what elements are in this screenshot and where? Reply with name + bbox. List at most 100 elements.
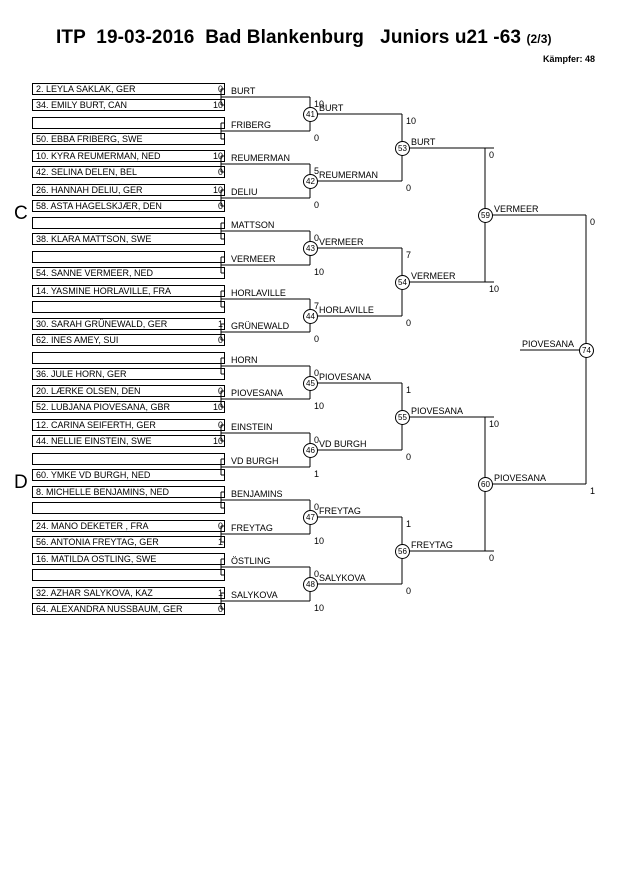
match-number: 54 (395, 275, 410, 290)
player-box (32, 166, 225, 178)
match-score-top: 0 (314, 233, 320, 243)
player-name: 24. MANO DEKETER , FRA (36, 521, 149, 531)
player-box (32, 200, 225, 212)
match-number: 60 (478, 477, 493, 492)
section-label-c: C (14, 203, 28, 224)
match-score-top: 1 (406, 385, 412, 395)
match-score-top: 0 (314, 435, 320, 445)
player-score: 1 (217, 588, 223, 598)
match-number: 56 (395, 544, 410, 559)
player-name: 32. AZHAR SALYKOVA, KAZ (36, 588, 153, 598)
player-box (32, 502, 225, 514)
player-name: 30. SARAH GRÜNEWALD, GER (36, 319, 168, 329)
match-score-top: 10 (406, 116, 417, 126)
match-winner-name: VD BURGH (319, 439, 367, 449)
match-score-top: 0 (314, 368, 320, 378)
player-name: 20. LÆRKE OLSEN, DEN (36, 386, 141, 396)
player-score: 1 (217, 319, 223, 329)
match-number: 45 (303, 376, 318, 391)
player-box (32, 83, 225, 95)
player-box (32, 569, 225, 581)
match-score-bottom: 10 (314, 536, 325, 546)
player-score: 0 (217, 201, 223, 211)
player-box (32, 520, 225, 532)
match-number: 46 (303, 443, 318, 458)
player-score: 10 (213, 100, 224, 110)
player-score: 10 (213, 436, 224, 446)
section-label-d: D (14, 472, 28, 493)
match-winner-name: FREYTAG (319, 506, 361, 516)
match-number: 47 (303, 510, 318, 525)
player-name: 58. ASTA HAGELSKJÆR, DEN (36, 201, 162, 211)
match-score-bottom: 10 (314, 603, 325, 613)
match-winner-name: REUMERMAN (319, 170, 379, 180)
player-score: 10 (213, 185, 224, 195)
player-box (32, 435, 225, 447)
player-score: 0 (217, 420, 223, 430)
player-score: 10 (213, 402, 224, 412)
round1-winner-name: DELIU (231, 187, 258, 197)
round1-winner-name: ÖSTLING (231, 556, 271, 566)
match-score-bottom: 0 (406, 452, 412, 462)
player-box (32, 99, 225, 111)
title-text: ITP 19-03-2016 Bad Blankenburg Juniors u… (56, 27, 522, 48)
player-name: 16. MATILDA OSTLING, SWE (36, 554, 157, 564)
player-box (32, 233, 225, 245)
match-score-top: 0 (590, 217, 596, 227)
player-box (32, 603, 225, 615)
player-box (32, 536, 225, 548)
match-winner-name: VERMEER (494, 204, 539, 214)
round1-winner-name: FRIBERG (231, 120, 272, 130)
match-number: 42 (303, 174, 318, 189)
match-score-bottom: 0 (314, 334, 320, 344)
round1-winner-name: SALYKOVA (231, 590, 278, 600)
round1-winner-name: REUMERMAN (231, 153, 291, 163)
match-score-bottom: 10 (314, 267, 325, 277)
match-number: 43 (303, 241, 318, 256)
round1-winner-name: EINSTEIN (231, 422, 273, 432)
player-name: 60. YMKE VD BURGH, NED (36, 470, 151, 480)
round1-winner-name: GRÜNEWALD (231, 321, 290, 331)
match-number: 59 (478, 208, 493, 223)
player-box (32, 133, 225, 145)
player-score: 0 (217, 335, 223, 345)
player-box (32, 184, 225, 196)
match-score-bottom: 0 (314, 200, 320, 210)
player-box (32, 318, 225, 330)
player-name: 42. SELINA DELEN, BEL (36, 167, 138, 177)
page-title: ITP 19-03-2016 Bad Blankenburg Juniors u… (56, 27, 552, 49)
player-name: 54. SANNE VERMEER, NED (36, 268, 154, 278)
round1-winner-name: VERMEER (231, 254, 276, 264)
match-winner-name: VERMEER (411, 271, 456, 281)
match-score-top: 7 (406, 250, 412, 260)
round1-winner-name: PIOVESANA (231, 388, 284, 398)
player-box (32, 117, 225, 129)
match-winner-name: HORLAVILLE (319, 305, 374, 315)
match-winner-name: BURT (319, 103, 344, 113)
player-name: 38. KLARA MATTSON, SWE (36, 234, 152, 244)
match-number: 44 (303, 309, 318, 324)
match-winner-name: PIOVESANA (494, 473, 547, 483)
match-score-bottom: 1 (314, 469, 320, 479)
player-box (32, 251, 225, 263)
match-score-top: 10 (314, 99, 325, 109)
match-winner-name: BURT (411, 137, 436, 147)
player-box (32, 368, 225, 380)
match-winner-name: VERMEER (319, 237, 364, 247)
round1-winner-name: FREYTAG (231, 523, 273, 533)
player-name: 36. JULE HORN, GER (36, 369, 127, 379)
fighter-count: Kämpfer: 48 (542, 54, 595, 64)
player-box (32, 150, 225, 162)
player-box (32, 267, 225, 279)
player-box (32, 334, 225, 346)
player-name: 26. HANNAH DELIU, GER (36, 185, 143, 195)
match-winner-name: PIOVESANA (411, 406, 464, 416)
match-score-top: 10 (489, 419, 500, 429)
round1-winner-name: MATTSON (231, 220, 275, 230)
player-box (32, 453, 225, 465)
match-score-bottom: 10 (489, 284, 500, 294)
match-winner-name: PIOVESANA (319, 372, 372, 382)
player-box (32, 486, 225, 498)
player-name: 52. LUBJANA PIOVESANA, GBR (36, 402, 171, 412)
round1-winner-name: BENJAMINS (231, 489, 283, 499)
